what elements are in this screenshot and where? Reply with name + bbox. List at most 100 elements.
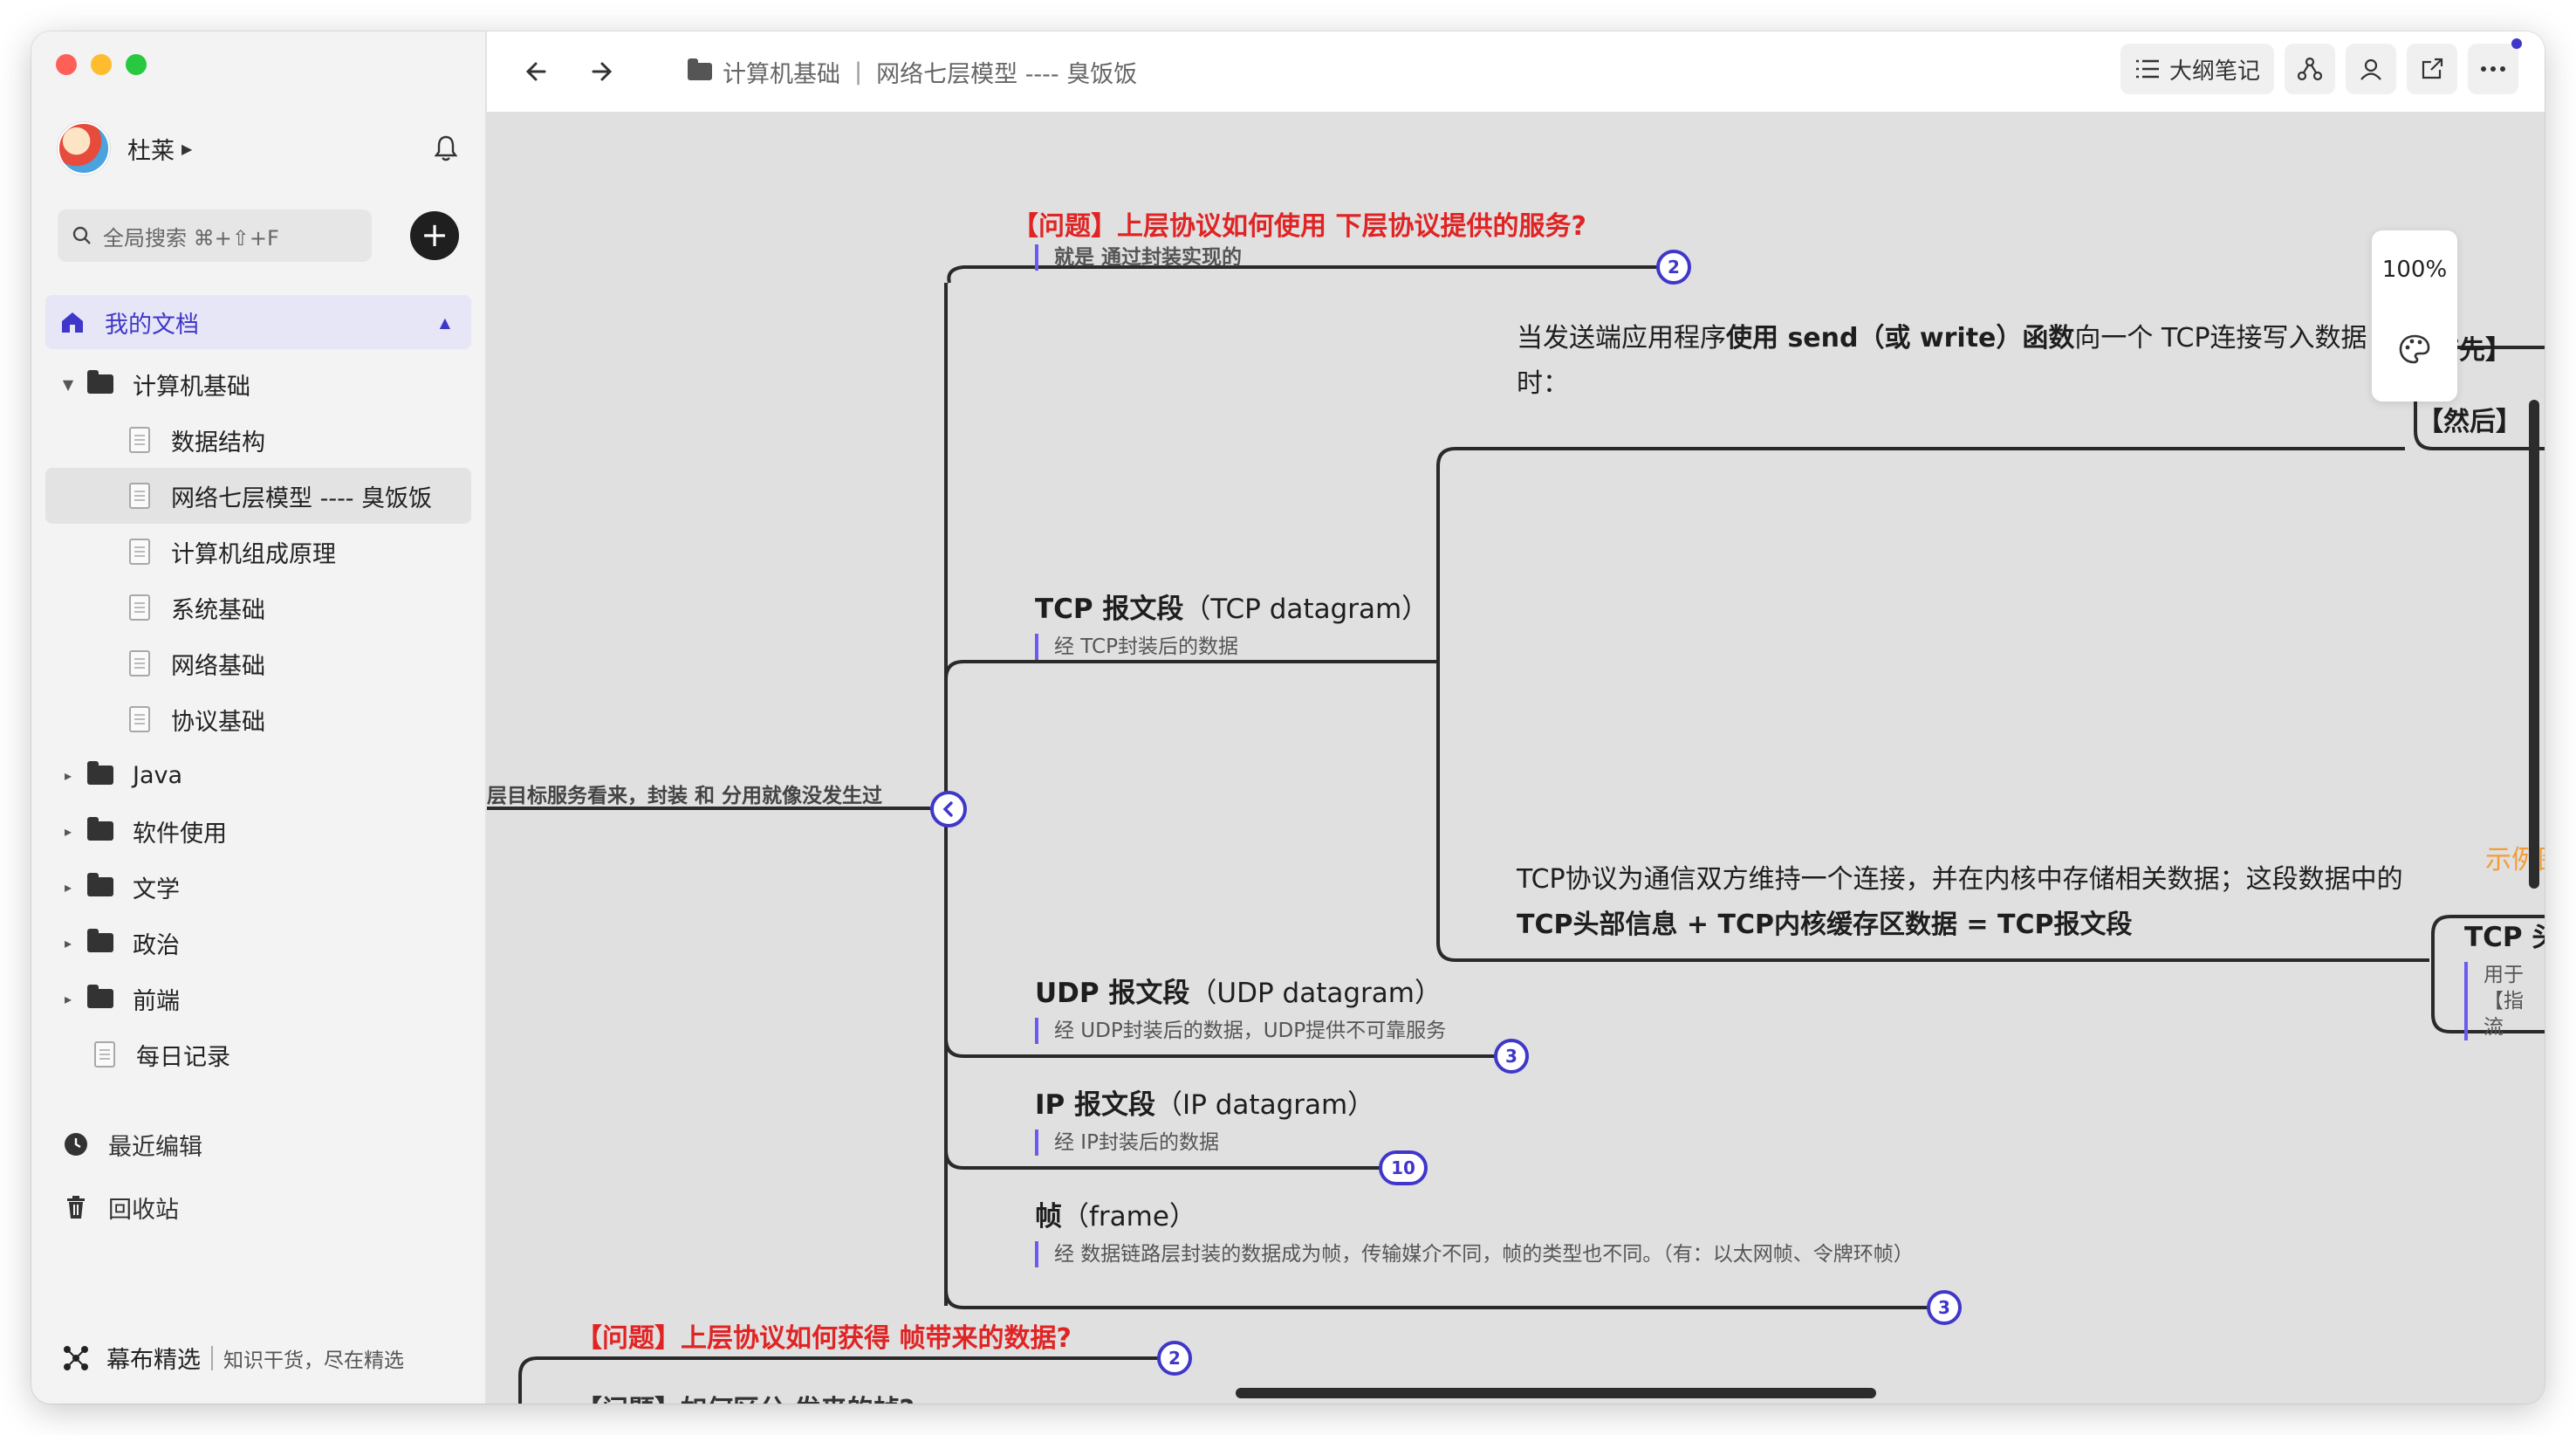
toolbar: 计算机基础 | 网络七层模型 ---- 臭饭饭 大纲笔记: [487, 31, 2545, 113]
sidebar-item-trash[interactable]: 回收站: [58, 1185, 459, 1229]
child-count-badge[interactable]: 10: [1379, 1150, 1428, 1185]
chevron-right-icon[interactable]: ▸: [64, 990, 72, 1007]
sidebar-item-label: 回收站: [108, 1196, 179, 1224]
tree-folder-software[interactable]: ▸ 软件使用: [45, 803, 471, 859]
document-icon: [129, 483, 150, 509]
forward-arrow-icon[interactable]: [583, 52, 621, 91]
tree-item-label: 计算机组成原理: [171, 540, 336, 568]
back-arrow-icon[interactable]: [518, 52, 557, 91]
bell-icon[interactable]: [433, 134, 459, 166]
folder-icon: [87, 817, 113, 841]
tree-doc-system-basics[interactable]: 系统基础: [45, 580, 471, 635]
child-count-badge[interactable]: 2: [1157, 1341, 1192, 1376]
breadcrumb-folder[interactable]: 计算机基础: [723, 60, 840, 88]
more-button[interactable]: [2468, 38, 2522, 94]
chevron-right-icon[interactable]: ▸: [64, 766, 72, 784]
user-icon: [2360, 58, 2381, 80]
node-tcp-title-bold: TCP 报文段: [1035, 594, 1184, 625]
folder-icon: [87, 985, 113, 1008]
node-tcp-header[interactable]: TCP 头: [2464, 922, 2545, 953]
chevron-down-icon[interactable]: ▼: [62, 375, 74, 393]
search-input[interactable]: 全局搜索 ⌘+⇧+F: [58, 209, 372, 262]
zoom-panel: 100%: [2372, 230, 2457, 402]
chevron-right-icon[interactable]: ▸: [64, 878, 72, 896]
brand-name: 幕布精选: [106, 1347, 201, 1374]
node-tcp-note[interactable]: 经 TCP封装后的数据: [1035, 634, 1238, 660]
node-tcp-title-rest: （TCP datagram）: [1183, 594, 1429, 625]
tree-doc-network-basics[interactable]: 网络基础: [45, 635, 471, 691]
clock-icon: [65, 1133, 87, 1156]
outline-note-button[interactable]: 大纲笔记: [2120, 44, 2274, 94]
node-question-3[interactable]: 【问题】如何区分 发来的帧?: [576, 1388, 915, 1404]
minimize-window-button[interactable]: [91, 54, 112, 75]
palette-icon[interactable]: [2398, 333, 2431, 365]
mindmap-button[interactable]: [2285, 44, 2335, 94]
zoom-level[interactable]: 100%: [2381, 257, 2448, 283]
close-window-button[interactable]: [56, 54, 77, 75]
search-placeholder: 全局搜索 ⌘+⇧+F: [103, 225, 279, 251]
folder-icon: [87, 929, 113, 952]
sidebar-item-recent[interactable]: 最近编辑: [58, 1123, 459, 1166]
chevron-right-icon[interactable]: ▸: [64, 822, 72, 840]
avatar[interactable]: [58, 122, 110, 175]
child-count-badge[interactable]: 3: [1494, 1039, 1529, 1074]
tree-folder-cs-basics[interactable]: ▼ 计算机基础: [45, 356, 471, 412]
tree-item-label: 网络七层模型 ---- 臭饭饭: [171, 484, 433, 512]
tree-doc-network-seven-layer[interactable]: 网络七层模型 ---- 臭饭饭: [45, 468, 471, 524]
mindmap-canvas[interactable]: 【问题】上层协议如何使用 下层协议提供的服务? 就是 通过封装实现的 2 层目标…: [487, 112, 2545, 1404]
tree-doc-computer-organization[interactable]: 计算机组成原理: [45, 524, 471, 580]
tree-item-label: 每日记录: [136, 1043, 230, 1071]
tree-item-label: 计算机基础: [133, 373, 250, 401]
node-tcp-send-para[interactable]: 当发送端应用程序使用 send（或 write）函数向一个 TCP连接写入数据时…: [1517, 316, 2398, 407]
tree-folder-frontend[interactable]: ▸ 前端: [45, 971, 471, 1026]
breadcrumb-doc-title[interactable]: 网络七层模型 ---- 臭饭饭: [876, 60, 1138, 88]
add-button[interactable]: +: [410, 211, 459, 260]
tree-folder-literature[interactable]: ▸ 文学: [45, 859, 471, 915]
para-text: 向一个 TCP连接写入数据时：: [1517, 323, 2367, 399]
home-icon: [62, 312, 83, 333]
tree-doc-data-structures[interactable]: 数据结构: [45, 412, 471, 468]
folder-icon: [87, 761, 113, 785]
chevron-left-icon: [942, 801, 953, 817]
child-count-badge[interactable]: 3: [1927, 1290, 1962, 1325]
document-icon: [129, 539, 150, 565]
share-icon: [2422, 58, 2443, 79]
zoom-window-button[interactable]: [126, 54, 147, 75]
chevron-right-icon[interactable]: ▸: [64, 934, 72, 951]
doc-tree: 我的文档 ▲ ▼ 计算机基础 数据结构 网络七层模型 ---- 臭饭饭 计: [45, 295, 471, 1082]
node-udp-segment[interactable]: UDP 报文段（UDP datagram）: [1035, 971, 1442, 1010]
node-tcp-connection-para[interactable]: TCP协议为通信双方维持一个连接，并在内核中存储相关数据；这段数据中的TCP头部…: [1517, 857, 2407, 948]
collapse-node-button[interactable]: [930, 791, 967, 827]
user-profile[interactable]: 杜莱 ▶: [58, 122, 459, 175]
user-name[interactable]: 杜莱: [127, 137, 175, 165]
node-question-2[interactable]: 【问题】上层协议如何获得 帧带来的数据?: [576, 1323, 1072, 1354]
node-then[interactable]: 【然后】: [2417, 407, 2522, 437]
node-udp-note[interactable]: 经 UDP封装后的数据，UDP提供不可靠服务: [1035, 1018, 1446, 1044]
collaborate-button[interactable]: [2346, 44, 2396, 94]
app-window: 杜莱 ▶ 全局搜索 ⌘+⇧+F + 我的文档 ▲ ▼: [31, 31, 2545, 1404]
child-count-badge[interactable]: 2: [1656, 250, 1691, 285]
node-question-1[interactable]: 【问题】上层协议如何使用 下层协议提供的服务?: [1012, 211, 1586, 242]
vertical-scrollbar[interactable]: [2529, 400, 2539, 889]
node-frame[interactable]: 帧（frame）: [1035, 1194, 1196, 1233]
node-question-1-note[interactable]: 就是 通过封装实现的: [1035, 244, 1242, 271]
tree-folder-java[interactable]: ▸ Java: [45, 747, 471, 803]
node-udp-title-bold: UDP 报文段: [1035, 978, 1190, 1009]
tree-folder-politics[interactable]: ▸ 政治: [45, 915, 471, 971]
folder-icon: [688, 58, 712, 80]
node-ip-note[interactable]: 经 IP封装后的数据: [1035, 1129, 1219, 1156]
node-frame-note[interactable]: 经 数据链路层封装的数据成为帧，传输媒介不同，帧的类型也不同。（有：以太网帧、令…: [1035, 1241, 1927, 1267]
node-left-text[interactable]: 层目标服务看来，封装 和 分用就像没发生过: [487, 785, 883, 807]
node-ip-segment[interactable]: IP 报文段（IP datagram）: [1035, 1082, 1374, 1122]
tree-doc-daily-log[interactable]: 每日记录: [45, 1026, 471, 1082]
share-button[interactable]: [2407, 44, 2457, 94]
node-tcp-segment[interactable]: TCP 报文段（TCP datagram）: [1035, 587, 1428, 626]
node-ip-title-bold: IP 报文段: [1035, 1089, 1156, 1121]
tree-doc-protocol-basics[interactable]: 协议基础: [45, 691, 471, 747]
node-tcp-header-note[interactable]: 用于【指流: [2464, 962, 2536, 1040]
brand-footer[interactable]: 幕布精选 知识干货，尽在精选: [63, 1341, 404, 1375]
collapse-icon[interactable]: ▲: [439, 313, 450, 331]
horizontal-scrollbar[interactable]: [1236, 1388, 1876, 1398]
document-icon: [94, 1041, 115, 1068]
sidebar-item-my-docs[interactable]: 我的文档 ▲: [45, 295, 471, 349]
